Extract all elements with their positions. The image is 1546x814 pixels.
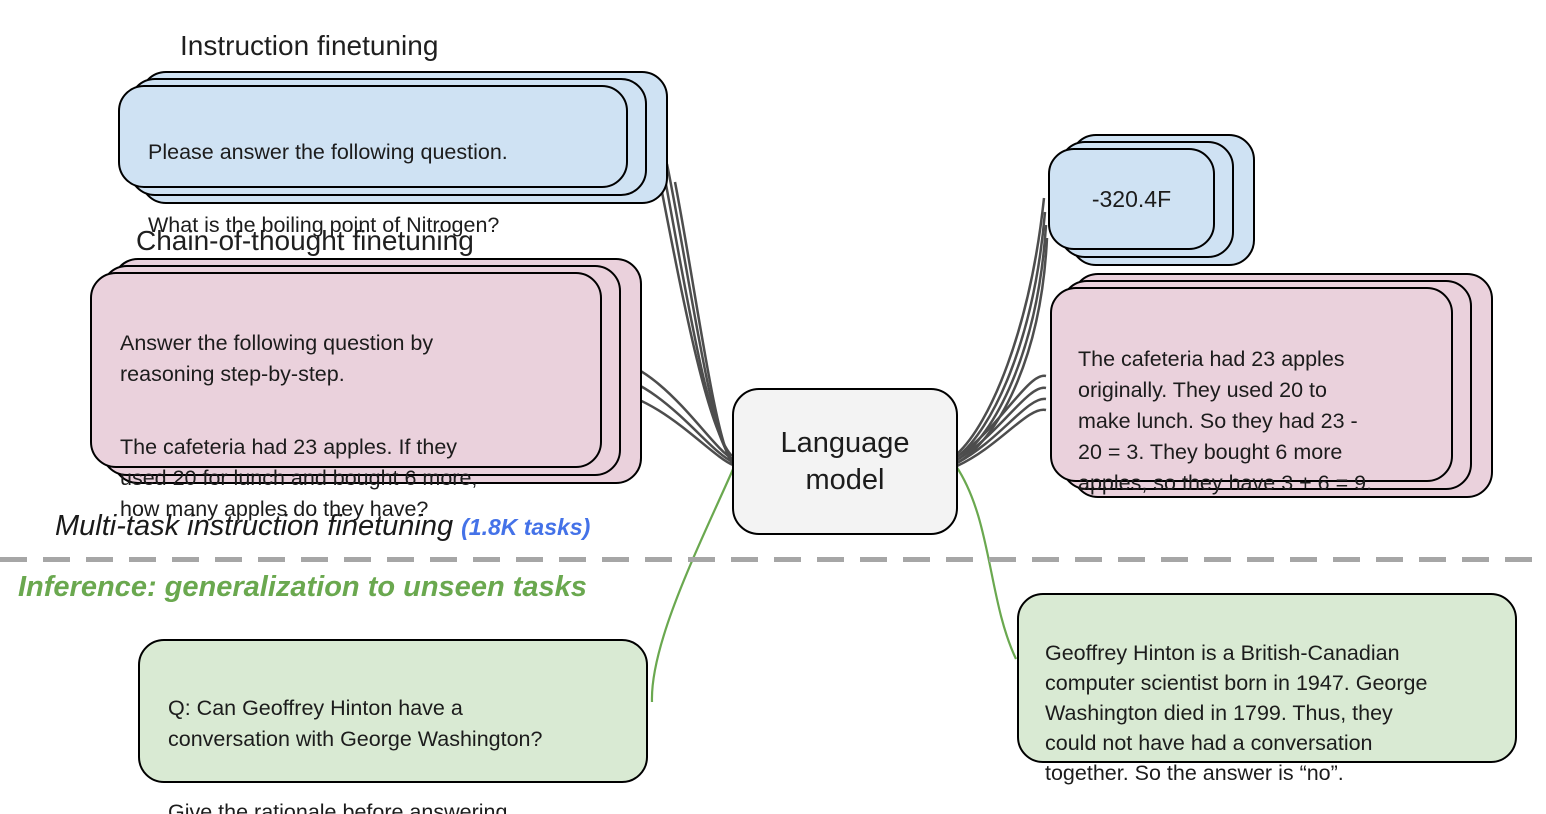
- gray-connector-path: [665, 163, 733, 462]
- gray-connector-path: [956, 197, 1046, 455]
- inference-question-card: Q: Can Geoffrey Hinton have a conversati…: [138, 639, 648, 814]
- instruction-card-line-1: Please answer the following question.: [148, 140, 508, 164]
- cot-card-paragraph-2: The cafeteria had 23 apples. If they use…: [120, 435, 478, 521]
- green-connector-path: [650, 466, 736, 703]
- gray-connector-path: [956, 374, 1047, 459]
- inference-question-paragraph-2: Give the rationale before answering.: [168, 800, 514, 814]
- gray-connector-path: [956, 397, 1047, 465]
- gray-connector-path: [956, 224, 1048, 462]
- cot-answer-text: The cafeteria had 23 apples originally. …: [1078, 347, 1373, 495]
- instruction-card-line-2: What is the boiling point of Nitrogen?: [148, 213, 500, 237]
- cot-card-stack: Answer the following question by reasoni…: [90, 258, 642, 521]
- inference-caption: Inference: generalization to unseen task…: [18, 571, 587, 603]
- model-to-answer-connectors: [956, 197, 1049, 465]
- gray-connector-path: [956, 386, 1047, 462]
- cot-card-paragraph-1: Answer the following question by reasoni…: [120, 331, 434, 386]
- gray-connector-path: [673, 181, 734, 464]
- instruction-card-stack: Please answer the following question. Wh…: [118, 71, 668, 237]
- inference-answer-card: Geoffrey Hinton is a British-Canadian co…: [1017, 593, 1517, 785]
- cot-answer-card-stack: The cafeteria had 23 apples originally. …: [1050, 273, 1493, 498]
- model-to-cot-answer-connectors: [956, 374, 1047, 468]
- instruction-card: Please answer the following question. Wh…: [118, 85, 628, 237]
- instruction-answer-card: -320.4F: [1048, 148, 1215, 250]
- instruction-answer-card-stack: -320.4F: [1048, 134, 1255, 266]
- inference-answer-text: Geoffrey Hinton is a British-Canadian co…: [1045, 641, 1428, 785]
- cot-finetuning-title: Chain-of-thought finetuning: [136, 225, 474, 256]
- dashed-divider-line: [0, 557, 1546, 562]
- finetuning-caption: Multi-task instruction finetuning (1.8K t…: [55, 510, 590, 543]
- instruction-answer-text: -320.4F: [1091, 185, 1172, 212]
- cot-answer-card: The cafeteria had 23 apples originally. …: [1050, 287, 1453, 495]
- inference-question-paragraph-1: Q: Can Geoffrey Hinton have a conversati…: [168, 696, 543, 751]
- instruction-finetuning-title: Instruction finetuning: [180, 30, 439, 61]
- gray-connector-path: [956, 211, 1047, 458]
- cot-card: Answer the following question by reasoni…: [90, 272, 602, 521]
- task-count-badge: (1.8K tasks): [461, 514, 591, 540]
- gray-connector-path: [956, 408, 1047, 468]
- finetuning-caption-text: Multi-task instruction finetuning: [55, 510, 454, 542]
- green-connector-path: [955, 465, 1017, 660]
- language-model-label: Language model: [780, 426, 910, 496]
- gray-connector-path: [956, 237, 1049, 465]
- language-model-box: Language model: [732, 388, 958, 535]
